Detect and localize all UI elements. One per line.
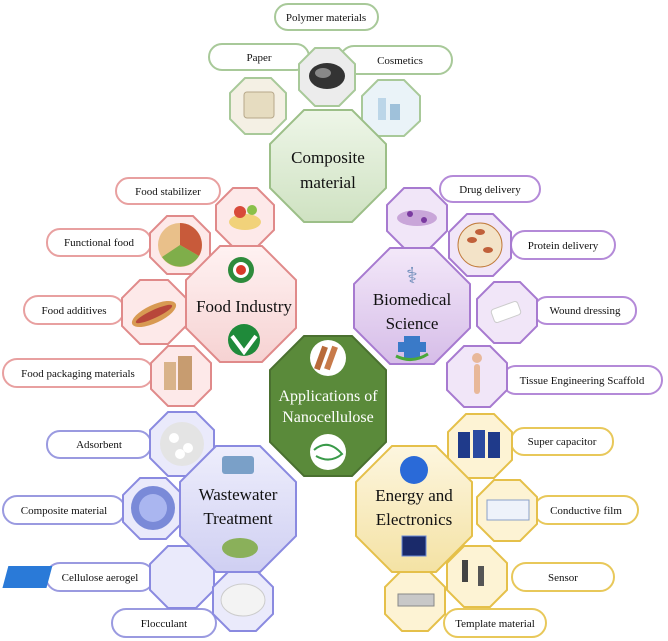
biomedical-group: Drug delivery Protein delivery Wound dre…	[353, 175, 663, 408]
wastewater-title-2: Treatment	[203, 509, 273, 528]
pill-adsorbent-label: Adsorbent	[76, 439, 122, 451]
biomedical-icon: ⚕	[406, 264, 418, 289]
pill-polymer-materials	[274, 3, 379, 31]
energy-title-2: Electronics	[376, 510, 452, 529]
center-octagon	[269, 335, 387, 477]
pill-template-material-label: Template material	[455, 618, 535, 630]
wastewater-group: Adsorbent Composite material Cellulose a…	[2, 411, 297, 638]
center-title-1: Applications of	[278, 388, 378, 405]
thumb-sensor	[446, 545, 508, 608]
biomedical-title-2: Science	[386, 314, 439, 333]
energy-globe-icon	[400, 456, 428, 484]
pill-cosmetics-label: Cosmetics	[377, 55, 423, 67]
wastewater-title-1: Wastewater	[199, 485, 278, 504]
food-octagon	[185, 245, 297, 363]
pill-drug-delivery	[439, 175, 541, 203]
wastewater-bottom-image	[222, 538, 258, 558]
pill-sensor	[511, 562, 615, 592]
pill-composite-material-label: Composite material	[21, 505, 107, 517]
pill-tissue-engineering-label: Tissue Engineering Scaffold	[520, 375, 645, 387]
pill-sensor-label: Sensor	[548, 572, 578, 584]
pill-food-packaging-label: Food packaging materials	[21, 368, 135, 380]
pill-flocculant-label: Flocculant	[141, 618, 187, 630]
center-structure-image	[310, 434, 346, 470]
food-logo-bottom	[228, 324, 260, 356]
pill-drug-delivery-label: Drug delivery	[459, 184, 521, 196]
pill-conductive-film-label: Conductive film	[550, 505, 622, 517]
energy-group: Super capacitor Conductive film Sensor T…	[355, 413, 639, 638]
center-title-2: Nanocellulose	[282, 409, 374, 426]
wastewater-image	[222, 456, 254, 474]
biomedical-title-1: Biomedical	[373, 290, 452, 309]
center-group: Applications of Nanocellulose	[269, 335, 387, 477]
pill-paper-label: Paper	[246, 52, 271, 64]
pill-template-material	[443, 608, 547, 638]
pill-protein-delivery-label: Protein delivery	[528, 240, 599, 252]
wastewater-octagon	[179, 445, 297, 573]
energy-chip-icon	[401, 535, 427, 557]
composite-title-2: material	[300, 173, 356, 192]
energy-octagon	[355, 445, 473, 573]
pill-wound-dressing-label: Wound dressing	[550, 305, 621, 317]
food-group: Food stabilizer Functional food Food add…	[2, 177, 297, 407]
pill-functional-food-label: Functional food	[64, 237, 134, 249]
pill-polymer-materials-label: Polymer materials	[286, 12, 366, 24]
composite-group: Polymer materials Paper Cosmetics Compos…	[208, 3, 453, 223]
energy-title-1: Energy and	[375, 486, 453, 505]
pill-flocculant	[111, 608, 217, 638]
pill-food-stabilizer-label: Food stabilizer	[135, 186, 201, 198]
medical-cross-icon	[395, 336, 429, 361]
composite-title-1: Composite	[291, 148, 365, 167]
composite-octagon	[269, 109, 387, 223]
biomedical-octagon	[353, 247, 471, 365]
pill-cellulose-aerogel-label: Cellulose aerogel	[62, 572, 139, 584]
pill-food-stabilizer	[115, 177, 221, 205]
food-title: Food Industry	[196, 297, 292, 316]
pill-food-additives-label: Food additives	[41, 305, 106, 317]
pill-super-capacitor-label: Super capacitor	[528, 436, 597, 448]
